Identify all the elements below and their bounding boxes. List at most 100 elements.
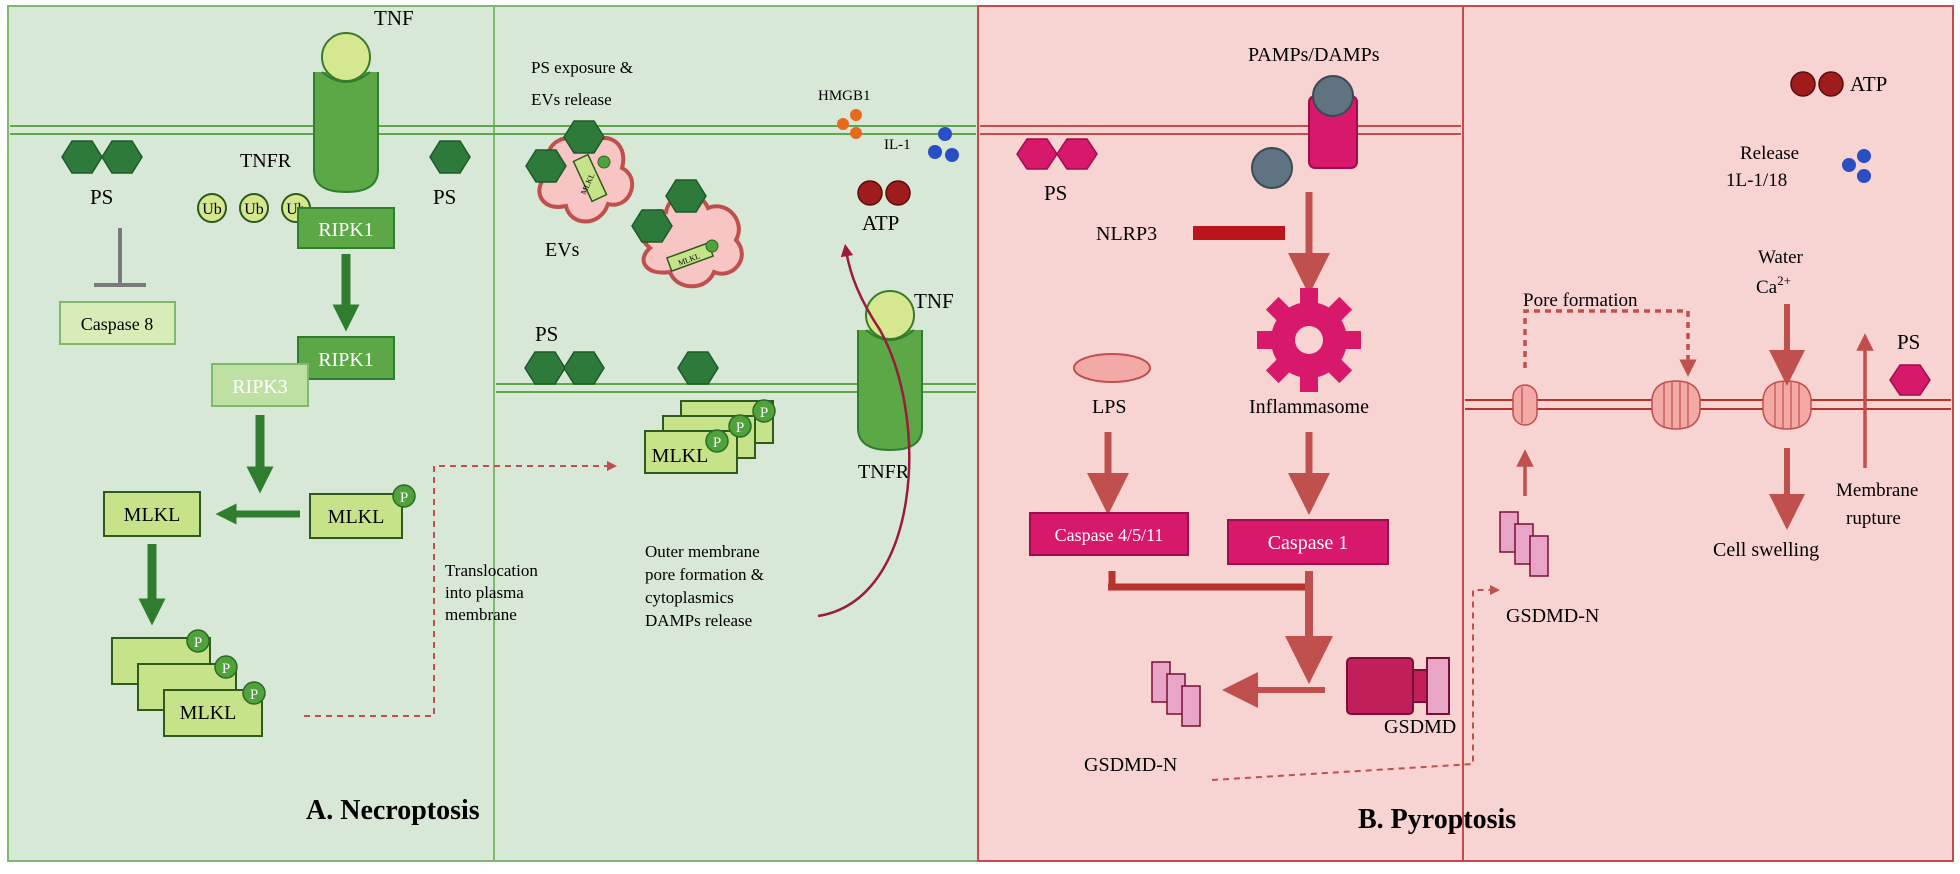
evs-label: EVs xyxy=(545,239,580,261)
pamps-label: PAMPs/DAMPs xyxy=(1248,44,1380,66)
panel-a-title: A. Necroptosis xyxy=(306,795,480,826)
inflammasome-label: Inflammasome xyxy=(1249,396,1369,418)
mlkl-membrane-stack xyxy=(644,399,776,474)
plasma-membrane-pyro-top xyxy=(980,125,1461,135)
caspase-4511-label: Caspase 4/5/11 xyxy=(1055,525,1164,545)
release-line1: Release xyxy=(1740,143,1799,164)
ub-label: Ub xyxy=(202,201,222,218)
atp-label-necro: ATP xyxy=(862,211,899,235)
mlkl-oligomer-stack xyxy=(111,629,266,737)
phosphate-label: P xyxy=(400,490,408,506)
atp-molecules-necro xyxy=(857,180,911,206)
ripk3-box xyxy=(211,363,309,407)
outer-membrane-line1: Outer membrane xyxy=(645,542,760,561)
mlkl-membrane-label: MLKL xyxy=(652,445,709,467)
nlrp3-label: NLRP3 xyxy=(1096,223,1157,245)
lps-molecule xyxy=(1073,353,1151,383)
gsdmd-pore-large xyxy=(1651,380,1701,430)
plasma-membrane-necro-top xyxy=(10,125,976,135)
ps-label-pyro: PS xyxy=(1044,181,1067,205)
damp-molecule xyxy=(1251,147,1293,189)
translocation-arrow xyxy=(304,461,617,717)
extracellular-vesicle xyxy=(631,179,744,289)
mlkl-box-left xyxy=(103,491,201,537)
pore-formation-label: Pore formation xyxy=(1523,290,1638,311)
atp-molecules-pyro xyxy=(1790,71,1844,97)
inhibition-line xyxy=(94,228,146,287)
hmgb1-molecules xyxy=(837,109,862,139)
mlkl-label-p: MLKL xyxy=(328,506,385,528)
gsdmd-n-label-bottom: GSDMD-N xyxy=(1084,754,1177,776)
tnfr-label-top: TNFR xyxy=(240,150,292,172)
gsdmd-protein xyxy=(1346,657,1450,715)
translocation-line3: membrane xyxy=(445,605,517,624)
extracellular-vesicle xyxy=(525,120,635,224)
ripk1-label-mid: RIPK1 xyxy=(318,349,374,371)
release-line2: 1L-1/18 xyxy=(1726,170,1787,191)
gsdmd-pore-large xyxy=(1762,380,1812,430)
outer-membrane-line3: cytoplasmics xyxy=(645,588,734,607)
gsdmd-pore-small xyxy=(1512,384,1538,426)
caspase-4511-box xyxy=(1029,512,1189,556)
caspase8-label: Caspase 8 xyxy=(81,314,153,334)
outer-membrane-line4: DAMPs release xyxy=(645,611,752,630)
il1-label-necro: IL-1 xyxy=(884,137,911,153)
caspase-convergence xyxy=(1108,571,1312,591)
tnfr-receptor-top xyxy=(313,71,379,194)
tnf-ligand-top xyxy=(321,32,371,82)
caspase8-box xyxy=(59,301,176,345)
caspase-1-box xyxy=(1227,519,1389,565)
ripk1-box-top xyxy=(297,207,395,249)
ps-exposure-line1: PS exposure & xyxy=(531,58,633,77)
pamps-ligand xyxy=(1312,75,1354,117)
tnf-label-mid: TNF xyxy=(914,289,954,313)
phosphate-label: P xyxy=(194,635,202,651)
water-label: Water xyxy=(1758,247,1804,268)
tnf-label-top: TNF xyxy=(374,6,414,30)
mlkl-label-left: MLKL xyxy=(124,504,181,526)
ps-label-pyro-right: PS xyxy=(1897,330,1920,354)
cell-swelling-label: Cell swelling xyxy=(1713,539,1819,561)
ps-label-left: PS xyxy=(90,185,113,209)
gsdmd-n-stack-right xyxy=(1499,511,1549,577)
ripk1-label-top: RIPK1 xyxy=(318,219,374,241)
atp-label-pyro: ATP xyxy=(1850,72,1887,96)
ps-label-right: PS xyxy=(433,185,456,209)
pyroptosis-left-panel xyxy=(977,5,1464,862)
ripk1-box-mid xyxy=(297,336,395,380)
mlkl-stack-label: MLKL xyxy=(180,702,237,724)
ub-label: Ub xyxy=(244,201,264,218)
gsdmd-n-label-right: GSDMD-N xyxy=(1506,605,1599,627)
ca-label: Ca2+ xyxy=(1756,273,1791,298)
caspase-1-label: Caspase 1 xyxy=(1268,532,1349,554)
membrane-rupture-line2: rupture xyxy=(1846,508,1901,529)
ubiquitin-group: Ub Ub Ub xyxy=(197,193,311,223)
plasma-membrane-pyro-mid xyxy=(1465,399,1951,410)
translocation-line1: Translocation xyxy=(445,561,538,580)
ripk3-label: RIPK3 xyxy=(232,376,288,398)
ps-label-membrane: PS xyxy=(535,322,558,346)
hmgb1-label: HMGB1 xyxy=(818,88,871,104)
pyroptosis-right-panel xyxy=(1462,5,1954,862)
mlkl-box-p xyxy=(309,493,403,539)
phosphate-label: P xyxy=(250,687,258,703)
tnfr-label-mid: TNFR xyxy=(858,461,910,483)
damps-release-arrow xyxy=(817,243,911,618)
outer-membrane-line2: pore formation & xyxy=(645,565,764,584)
ps-exposure-line2: EVs release xyxy=(531,90,612,109)
panel-b-title: B. Pyroptosis xyxy=(1358,804,1516,835)
lps-label: LPS xyxy=(1092,396,1126,418)
gsdmd-n-stack-bottom xyxy=(1151,661,1201,727)
inflammasome-gear xyxy=(1257,288,1361,392)
gsdmd-label: GSDMD xyxy=(1384,716,1456,738)
phosphate-label: P xyxy=(222,661,230,677)
translocation-line2: into plasma xyxy=(445,583,524,602)
membrane-rupture-line1: Membrane xyxy=(1836,480,1918,501)
phosphate-label: P xyxy=(760,405,768,421)
il1-molecules-pyro xyxy=(1842,149,1871,183)
nlrp3-bar xyxy=(1193,226,1285,240)
phosphate-label: P xyxy=(713,435,721,451)
tnf-ligand-mid xyxy=(865,290,915,340)
